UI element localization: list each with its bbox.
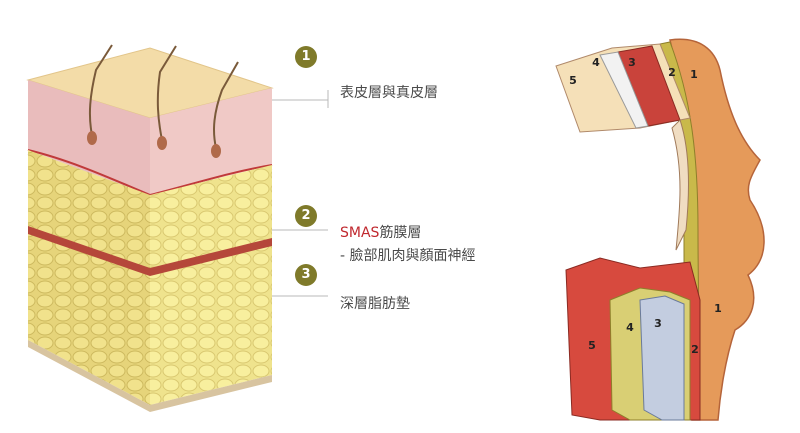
layer-3-marker: 3 xyxy=(295,264,317,286)
smas-highlight: SMAS xyxy=(340,225,380,241)
dermis-right-face xyxy=(150,88,272,195)
profile-bottom-label-2: 2 xyxy=(691,343,699,356)
profile-top-label-5: 5 xyxy=(569,74,577,87)
profile-top-label-3: 3 xyxy=(628,56,636,69)
layer-2-sublabel: - 臉部肌肉與顏面神經 xyxy=(340,248,476,264)
fat-left-face xyxy=(28,150,150,405)
profile-top-label-1: 1 xyxy=(690,68,698,81)
profile-bottom-label-1: 1 xyxy=(714,302,722,315)
smas-band-right xyxy=(150,238,272,276)
layer-3-label: 深層脂肪墊 xyxy=(340,296,410,312)
profile-bottom-label-4: 4 xyxy=(626,321,634,334)
profile-bottom-label-5: 5 xyxy=(588,339,596,352)
layer-2-marker: 2 xyxy=(295,205,317,227)
smas-band-left xyxy=(28,226,150,276)
layer-2-label: SMAS筋膜層 xyxy=(340,222,421,242)
profile-top-label-4: 4 xyxy=(592,56,600,69)
layer-2-label-rest: 筋膜層 xyxy=(379,225,422,241)
profile-bottom-label-3: 3 xyxy=(654,317,662,330)
layer-1-label: 表皮層與真皮層 xyxy=(340,85,438,101)
fat-right-face xyxy=(150,165,272,405)
profile-top-label-2: 2 xyxy=(668,66,676,79)
layer-1-marker: 1 xyxy=(295,46,317,68)
